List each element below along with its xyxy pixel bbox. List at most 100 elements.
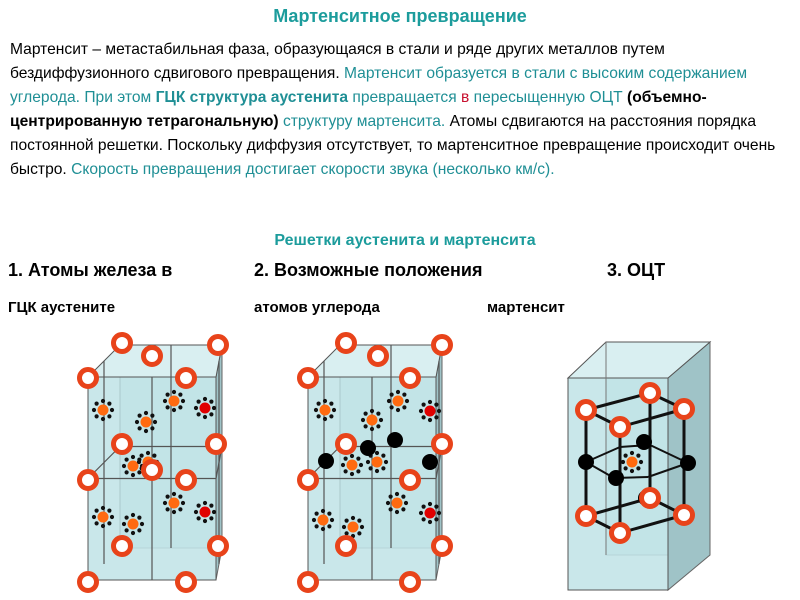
carbon-atom	[360, 440, 376, 456]
carbon-site-dot	[178, 507, 183, 512]
carbon-site-dot	[636, 453, 641, 458]
carbon-site-dot	[130, 512, 136, 518]
carbon-site-dot	[165, 494, 170, 499]
carbon-site-dot	[369, 426, 375, 432]
carbon-atom	[387, 432, 403, 448]
carbon-site	[365, 450, 389, 474]
carbon-site-dot	[209, 516, 214, 521]
carbon-site-center	[366, 414, 378, 426]
carbon-site-dot	[623, 466, 628, 471]
iron-atom	[77, 571, 99, 593]
carbon-site-dot	[389, 392, 394, 397]
carbon-site-dot	[209, 412, 214, 417]
carbon-site-center	[371, 456, 383, 468]
iron-atom	[175, 571, 197, 593]
carbon-site-dot	[150, 426, 155, 431]
text-segment-8: структуру мартенсита.	[278, 113, 446, 130]
iron-atom	[207, 334, 229, 356]
carbon-site-dot	[211, 509, 217, 515]
carbon-site	[121, 454, 145, 478]
carbon-site-dot	[343, 469, 348, 474]
carbon-site-dot	[341, 524, 347, 530]
carbon-site-dot	[196, 399, 201, 404]
caption-1-line-2: ГЦК аустените	[8, 299, 116, 316]
carbon-site-dot	[316, 401, 321, 406]
carbon-site-dot	[403, 500, 409, 506]
carbon-site-dot	[376, 411, 381, 416]
carbon-site-dot	[100, 523, 106, 529]
carbon-site	[134, 410, 158, 434]
carbon-site-dot	[100, 398, 106, 404]
carbon-site-center	[199, 506, 211, 518]
iron-atom	[609, 522, 631, 544]
fcc-austenite-lattice	[77, 332, 229, 593]
carbon-site-dot	[316, 414, 321, 419]
carbon-site-dot	[137, 470, 142, 475]
text-segment-2: Мартенсит образуется в стали с высоким с…	[10, 65, 748, 106]
carbon-site-dot	[91, 407, 97, 413]
carbon-site-dot	[327, 511, 332, 516]
carbon-site-dot	[193, 509, 199, 515]
carbon-site-dot	[421, 402, 426, 407]
text-segment-10: Скорость превращения достигает скорости …	[66, 161, 555, 178]
carbon-site-dot	[314, 524, 319, 529]
iron-atom	[77, 469, 99, 491]
carbon-site	[91, 398, 115, 422]
carbon-site-center	[168, 395, 180, 407]
carbon-site-dot	[202, 500, 208, 506]
carbon-site-dot	[121, 521, 127, 527]
carbon-site-dot	[180, 398, 186, 404]
carbon-site	[418, 501, 442, 525]
carbon-site-dot	[329, 401, 334, 406]
carbon-site-dot	[165, 392, 170, 397]
carbon-site	[418, 399, 442, 423]
iron-atom	[335, 535, 357, 557]
carbon-site-dot	[202, 396, 208, 402]
carbon-site-dot	[143, 410, 149, 416]
carbon-site-dot	[171, 389, 177, 395]
carbon-site-dot	[100, 505, 106, 511]
carbon-site-dot	[434, 504, 439, 509]
carbon-site-dot	[434, 415, 439, 420]
carbon-site-dot	[427, 501, 433, 507]
carbon-site-dot	[124, 457, 129, 462]
carbon-site-dot	[388, 507, 393, 512]
carbon-site-dot	[320, 508, 326, 514]
carbon-site-dot	[180, 500, 186, 506]
carbon-site	[162, 389, 186, 413]
carbon-sites-lattice	[297, 332, 453, 593]
text-segment-6: пересыщенную ОЦТ	[469, 89, 628, 106]
carbon-site	[385, 491, 409, 515]
carbon-site-dot	[378, 417, 384, 423]
carbon-site-dot	[369, 408, 375, 414]
carbon-site-dot	[178, 494, 183, 499]
carbon-site-dot	[165, 405, 170, 410]
bct-edge	[619, 407, 685, 429]
carbon-site-dot	[124, 515, 129, 520]
iron-atom	[431, 334, 453, 356]
carbon-site-dot	[344, 518, 349, 523]
carbon-site-dot	[394, 491, 400, 497]
carbon-atom	[680, 455, 696, 471]
carbon-site-dot	[124, 528, 129, 533]
carbon-site-dot	[381, 453, 386, 458]
carbon-site-dot	[94, 414, 99, 419]
carbon-site-dot	[196, 516, 201, 521]
carbon-site-dot	[171, 509, 177, 515]
carbon-site	[193, 500, 217, 524]
iron-atom	[297, 571, 319, 593]
iron-atom	[111, 332, 133, 354]
carbon-site-dot	[152, 453, 157, 458]
carbon-site-dot	[124, 470, 129, 475]
carbon-site-dot	[94, 401, 99, 406]
carbon-site-dot	[363, 424, 368, 429]
carbon-site-center	[319, 404, 331, 416]
iron-atom	[367, 345, 389, 367]
carbon-site-dot	[349, 453, 355, 459]
carbon-site-dot	[350, 515, 356, 521]
carbon-site-dot	[383, 459, 389, 465]
carbon-site-dot	[94, 521, 99, 526]
carbon-site-dot	[381, 466, 386, 471]
carbon-site	[341, 515, 365, 539]
